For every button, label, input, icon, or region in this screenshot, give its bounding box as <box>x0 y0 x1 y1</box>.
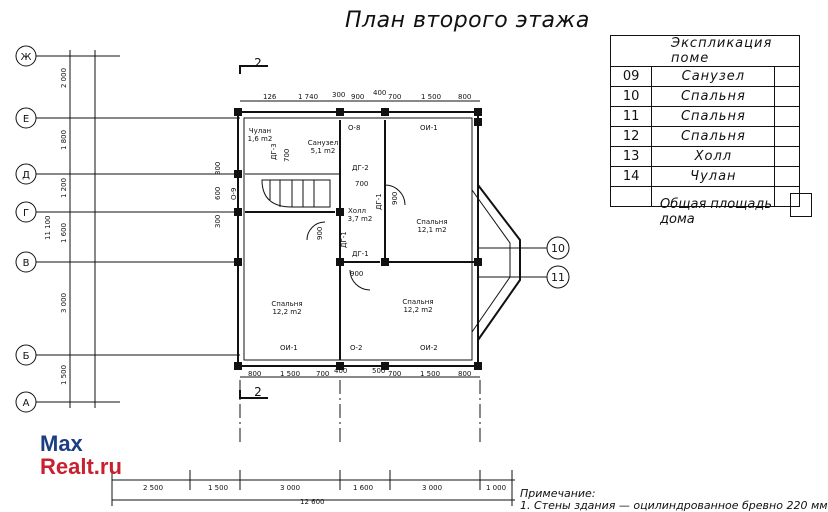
dimension-label: 700 <box>388 93 401 101</box>
dimension-label: 1 500 <box>421 93 441 101</box>
dimension-label: 1 600 <box>353 484 373 492</box>
door-label: ДГ-1 <box>340 231 348 248</box>
axis-label: Ж <box>21 52 32 63</box>
room-name: Спальня <box>402 298 433 306</box>
dimension-label: 1 000 <box>486 484 506 492</box>
dimension-label: 300 <box>214 215 222 228</box>
door-label: ДГ-2 <box>352 164 369 172</box>
door-dimension: 700 <box>355 180 368 188</box>
room-area: 12,1 m2 <box>417 226 446 234</box>
room-area: 12,2 m2 <box>403 306 432 314</box>
explication-header-row: Экспликация поме <box>610 35 800 67</box>
room-name: Спальня <box>651 86 776 107</box>
dimension-label: 800 <box>458 370 471 378</box>
table-row: 10 Спальня <box>609 86 800 107</box>
table-row: 09 Санузел <box>609 66 800 87</box>
note-title: Примечание: <box>520 487 596 500</box>
room-number: 10 <box>609 86 653 107</box>
note-text: 1. Стены здания — оцилиндрованное бревно… <box>520 499 828 512</box>
room-name: Спальня <box>271 300 302 308</box>
room-number: 13 <box>609 146 653 167</box>
overall-dimension: 11 100 <box>44 216 52 241</box>
room-number: 11 <box>609 106 653 127</box>
table-row <box>609 186 800 207</box>
room-name: Холл <box>348 207 366 215</box>
room-area: 12,2 m2 <box>272 308 301 316</box>
axis-label: Е <box>23 114 29 125</box>
dimension-label: 3 000 <box>60 293 68 313</box>
total-area-cell <box>790 193 812 217</box>
window-label: О-2 <box>350 344 363 352</box>
dimension-label: 900 <box>351 93 364 101</box>
plan-title: План второго этажа <box>345 8 590 33</box>
dimension-label: 600 <box>214 187 222 200</box>
floor-plan-drawing: Ж Е Д Г В Б А 10 11 2 2 2 000 1 800 1 20… <box>15 45 570 506</box>
dimension-label: 300 <box>332 91 345 99</box>
room-name: Санузел <box>308 139 338 147</box>
dimension-label: 700 <box>388 370 401 378</box>
axis-label: Г <box>23 208 29 219</box>
dimension-label: 3 000 <box>280 484 300 492</box>
dimension-label: 400 <box>334 367 347 375</box>
room-area: 1,6 m2 <box>248 135 273 143</box>
window-label: ОИ-2 <box>420 344 438 352</box>
dimension-label: 1 500 <box>208 484 228 492</box>
section-mark: 2 <box>254 385 262 399</box>
dimension-label: 126 <box>263 93 277 101</box>
explication-header: Экспликация поме <box>610 35 800 67</box>
window-label: О-9 <box>230 188 238 201</box>
dimension-label: 1 800 <box>60 130 68 150</box>
dimension-label: 2 000 <box>60 68 68 88</box>
door-dimension: 900 <box>391 192 399 205</box>
axis-label: Б <box>23 351 30 362</box>
room-name: Спальня <box>416 218 447 226</box>
dimension-label: 1 500 <box>420 370 440 378</box>
dimension-label: 2 500 <box>143 484 163 492</box>
dimension-label: 3 000 <box>422 484 442 492</box>
callout-label: 11 <box>551 271 565 284</box>
window-label: ОИ-1 <box>420 124 438 132</box>
overall-dimension: 12 600 <box>300 498 325 506</box>
dimension-label: 1 500 <box>60 365 68 385</box>
explication-table: Экспликация поме 09 Санузел 10 Спальня 1… <box>609 35 800 207</box>
axis-label: В <box>23 258 30 269</box>
room-number: 12 <box>609 126 653 147</box>
dimension-label: 1 500 <box>280 370 300 378</box>
table-row: 12 Спальня <box>609 126 800 147</box>
dimension-label: 800 <box>248 370 261 378</box>
room-area: 5,1 m2 <box>311 147 336 155</box>
door-dimension: 900 <box>350 270 363 278</box>
total-area-label: Общая площадь дома <box>660 197 773 227</box>
door-dimension: 700 <box>283 149 291 162</box>
table-row: 14 Чулан <box>609 166 800 187</box>
door-dimension: 900 <box>316 227 324 240</box>
dimension-label: 300 <box>214 162 222 175</box>
maxrealt-logo: Max Realt.ru <box>40 431 122 479</box>
dimension-label: 1 740 <box>298 93 318 101</box>
dimension-label: 1 600 <box>60 223 68 243</box>
room-number: 09 <box>609 66 653 87</box>
dimension-label: 400 <box>373 89 386 97</box>
section-mark: 2 <box>254 56 262 70</box>
dimension-label: 500 <box>372 367 385 375</box>
door-label: ДГ-1 <box>375 193 383 210</box>
axis-label: Д <box>22 170 30 181</box>
dimension-label: 700 <box>316 370 329 378</box>
dimension-label: 1 200 <box>60 178 68 198</box>
window-label: О-8 <box>348 124 361 132</box>
door-label: ДГ-1 <box>352 250 369 258</box>
window-label: ОИ-1 <box>280 344 298 352</box>
room-name: Спальня <box>651 126 776 147</box>
room-name: Чулан <box>249 127 271 135</box>
dimension-label: 800 <box>458 93 471 101</box>
axis-label: А <box>23 398 30 409</box>
door-label: ДГ-3 <box>270 143 278 160</box>
room-area: 3,7 m2 <box>348 215 373 223</box>
callout-label: 10 <box>551 242 565 255</box>
